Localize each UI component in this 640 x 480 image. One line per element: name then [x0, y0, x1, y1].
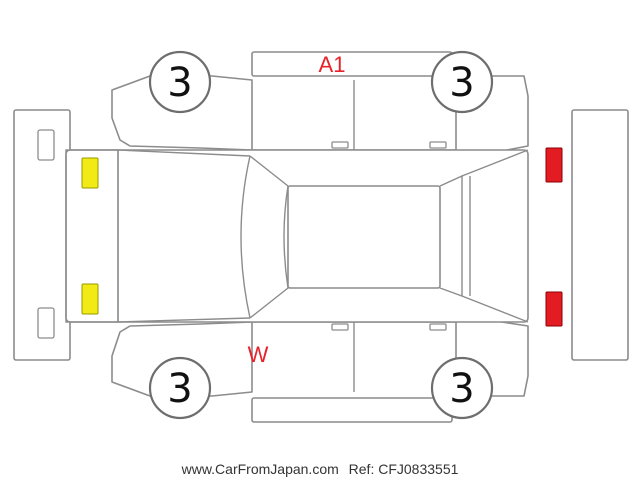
roof-edge-bottom: [251, 397, 453, 423]
damage-mark-left-side: W: [248, 342, 269, 367]
footer-site: www.CarFromJapan.com: [181, 461, 339, 477]
wheel-rear-left: 3: [430, 50, 494, 114]
wheel-front-right-grade: 3: [167, 366, 192, 412]
rear-lamp-lower: [545, 291, 563, 327]
wheel-front-left-grade: 3: [167, 60, 192, 106]
front-bumper: [13, 109, 71, 361]
wheel-rear-left-grade: 3: [449, 60, 474, 106]
rear-bumper: [571, 109, 629, 361]
front-lamp-lower: [81, 283, 99, 315]
lower-side-panel: [111, 317, 529, 397]
roof-edge-top: [251, 51, 453, 77]
wheel-front-right: 3: [148, 356, 212, 420]
front-lamps: [81, 157, 99, 315]
rear-lamps: [545, 147, 563, 327]
footer-ref: Ref: CFJ0833551: [349, 461, 459, 477]
wheel-rear-right: 3: [430, 356, 494, 420]
rear-lamp-upper: [545, 147, 563, 183]
upper-side-panel: [111, 75, 529, 157]
footer-credit: www.CarFromJapan.com Ref: CFJ0833551: [181, 461, 459, 477]
front-lamp-upper: [81, 157, 99, 189]
wheel-rear-right-grade: 3: [449, 366, 474, 412]
wheel-front-left: 3: [148, 50, 212, 114]
damage-mark-roof-edge: A1: [319, 52, 346, 77]
body-top-view: [65, 149, 529, 323]
